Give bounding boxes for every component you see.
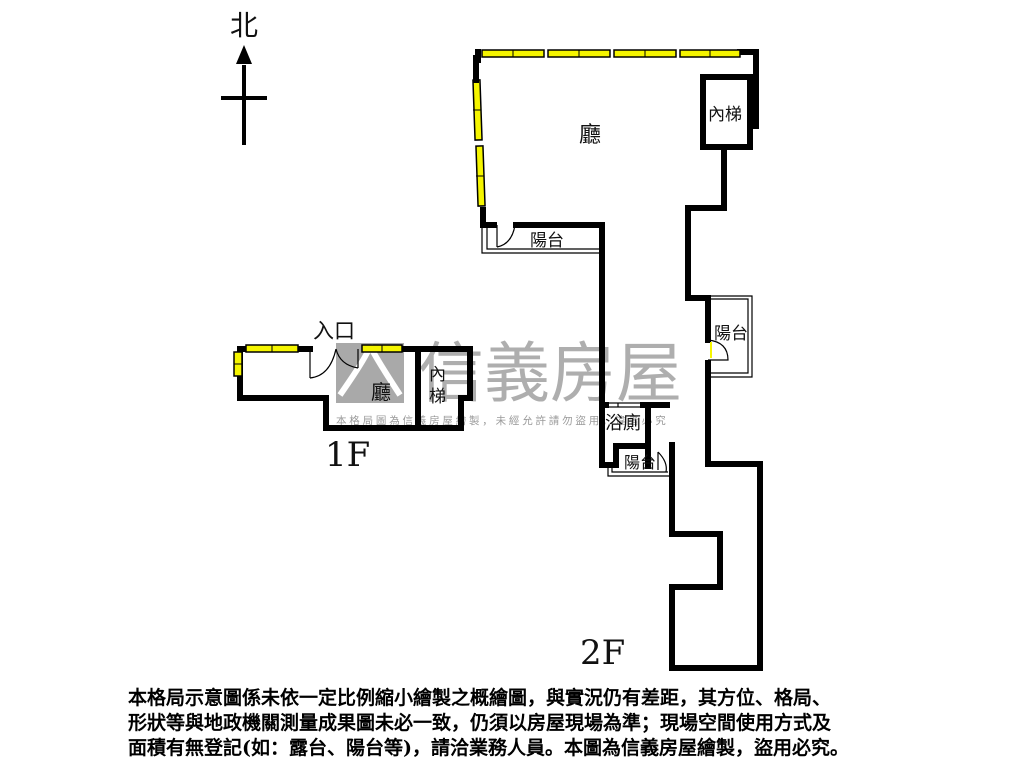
2f-balcony-north-label: 陽台: [530, 231, 564, 251]
2f-balcony-north: [481, 224, 602, 254]
floor-1f: 入口 廳 內 梯 1F: [233, 319, 473, 475]
2f-balcony-south-label: 陽台: [624, 453, 656, 472]
2f-wall-west-lower: [480, 207, 497, 228]
2f-wall-northeast: [737, 49, 759, 129]
1f-living-label: 廳: [371, 380, 391, 404]
2f-balcony-south: [607, 451, 672, 477]
2f-bathroom-label: 浴廁: [605, 412, 641, 434]
floor-2f: 廳 內梯 陽台 陽台 浴廁 陽台 2F: [472, 49, 763, 673]
north-label: 北: [230, 9, 258, 42]
2f-window-west: [472, 79, 486, 207]
2f-floor-label: 2F: [580, 633, 625, 673]
1f-stair-label-bottom: 梯: [429, 387, 446, 407]
2f-balcony-east: [707, 295, 753, 378]
1f-window-north: [245, 344, 299, 353]
disclaimer: 本格局示意圖係未依一定比例縮小繪製之概繪圖，與實況仍有差距，其方位、格局、 形狀…: [128, 686, 908, 761]
disclaimer-line: 面積有無登記(如：露台、陽台等)，請洽業務人員。本圖為信義房屋繪製，盜用必究。: [128, 737, 849, 759]
2f-window-north: [481, 49, 741, 58]
1f-floor-label: 1F: [325, 435, 370, 475]
2f-balcony-east-label: 陽台: [714, 324, 748, 344]
2f-wall-east: [685, 145, 727, 343]
disclaimer-line: 本格局示意圖係未依一定比例縮小繪製之概繪圖，與實況仍有差距，其方位、格局、: [128, 687, 832, 709]
2f-wall-east-lower: [669, 360, 763, 671]
2f-living-label: 廳: [579, 123, 601, 148]
2f-stair-label: 內梯: [708, 105, 742, 125]
1f-window-west: [233, 351, 243, 377]
disclaimer-line: 形狀等與地政機關測量成果圖未必一致，仍須以房屋現場為準；現場空間使用方式及: [128, 712, 832, 734]
1f-entrance-door: [309, 348, 359, 379]
2f-bathroom-door: [605, 402, 644, 408]
compass-arrow-head: [236, 45, 252, 64]
2f-stair-box: [700, 74, 753, 150]
1f-wall-west: [237, 346, 473, 431]
2f-wall-bathroom-south: [613, 443, 651, 469]
north-compass: 北: [221, 9, 267, 145]
1f-window-north-east: [361, 344, 403, 353]
1f-stair-label-top: 內: [429, 365, 446, 385]
1f-entrance-label: 入口: [313, 319, 355, 343]
